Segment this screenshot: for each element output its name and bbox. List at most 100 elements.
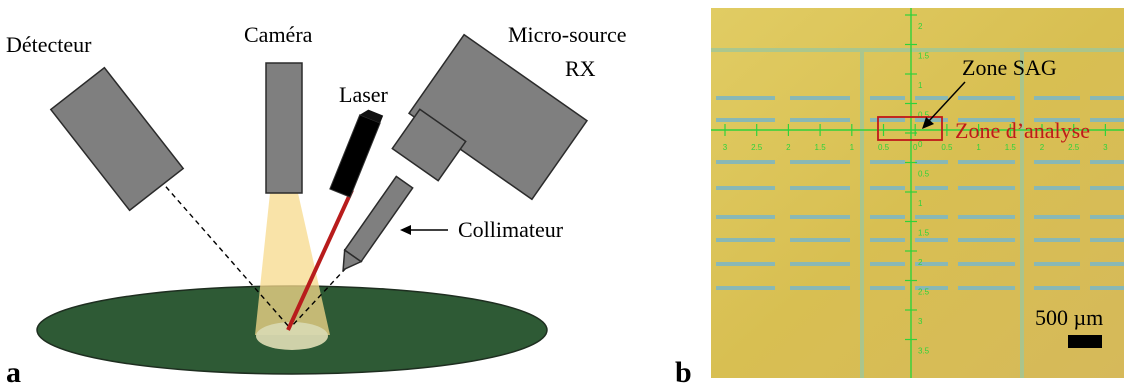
stripe <box>958 96 1015 100</box>
x-tick-label: 3 <box>723 143 728 152</box>
stripe <box>870 96 905 100</box>
x-tick-label: 1.5 <box>815 143 827 152</box>
panel-a: Détecteur Caméra Laser Micro-source RX C… <box>6 22 627 385</box>
laser-beam <box>286 189 354 331</box>
stripe <box>790 186 850 190</box>
camera-body <box>265 62 303 194</box>
label-camera: Caméra <box>244 22 313 47</box>
y-tick-label: 2.5 <box>918 288 930 297</box>
zone-sag-arrow <box>922 81 966 129</box>
stripe <box>1034 96 1080 100</box>
label-collimator: Collimateur <box>458 217 564 242</box>
x-tick-label: 2 <box>786 143 791 152</box>
stripe <box>870 262 905 266</box>
stripe <box>870 238 905 242</box>
micrograph-grid <box>711 48 1124 378</box>
y-tick-label: 1.5 <box>918 52 930 61</box>
analysis-spot <box>256 322 328 350</box>
stripe <box>790 215 850 219</box>
stripe <box>790 238 850 242</box>
collimator <box>342 175 414 272</box>
stripe <box>790 262 850 266</box>
x-tick-label: 2.5 <box>751 143 763 152</box>
stripe <box>915 262 948 266</box>
y-axis-ticks: 21.510.500.511.522.533.5 <box>905 14 930 356</box>
x-tick-label: 0.5 <box>941 143 953 152</box>
stripe <box>1034 186 1080 190</box>
panel-label-a: a <box>6 356 21 385</box>
y-tick-label: 2 <box>918 258 923 267</box>
stripe <box>870 215 905 219</box>
x-tick-label: 2 <box>1040 143 1045 152</box>
detector-body <box>49 66 185 212</box>
xray-source-neck <box>391 108 467 182</box>
stripe <box>790 118 850 122</box>
stripe <box>958 118 1015 122</box>
detector-path <box>159 179 291 329</box>
scale-bar <box>1068 335 1102 348</box>
stripe <box>716 118 775 122</box>
x-tick-label: 1 <box>976 143 981 152</box>
label-detector: Détecteur <box>6 32 92 57</box>
stripe <box>958 215 1015 219</box>
stripe <box>958 262 1015 266</box>
stripe <box>915 286 948 290</box>
stripe <box>716 186 775 190</box>
stripe <box>790 286 850 290</box>
stripe <box>1090 215 1124 219</box>
x-tick-label: 1 <box>850 143 855 152</box>
stripe <box>716 238 775 242</box>
stripe <box>915 96 948 100</box>
stripe <box>870 286 905 290</box>
xray-source-body <box>407 33 589 201</box>
y-tick-label: 0.5 <box>918 170 930 179</box>
stripe <box>915 186 948 190</box>
laser-device <box>329 109 384 198</box>
y-tick-label: 3.5 <box>918 347 930 356</box>
panel-label-b: b <box>675 356 692 385</box>
micrograph-axes <box>711 8 1124 378</box>
x-tick-label: 1.5 <box>1005 143 1017 152</box>
y-tick-label: 3 <box>918 317 923 326</box>
stripe <box>870 160 905 164</box>
stripe <box>958 160 1015 164</box>
stripe <box>915 118 948 122</box>
stripe <box>716 160 775 164</box>
y-tick-label: 1.5 <box>918 229 930 238</box>
stripe <box>1034 160 1080 164</box>
stripe <box>790 96 850 100</box>
xray-path <box>289 267 347 329</box>
stripe <box>915 160 948 164</box>
stripe <box>1090 262 1124 266</box>
y-tick-label: 0.5 <box>918 111 930 120</box>
analysis-zone-box <box>877 116 943 141</box>
stripe <box>716 215 775 219</box>
stripe <box>716 286 775 290</box>
stripe <box>716 262 775 266</box>
stripe <box>1034 238 1080 242</box>
stripe <box>1090 160 1124 164</box>
label-microsource-line1: Micro-source <box>508 22 627 47</box>
micrograph-stripes <box>716 96 1124 290</box>
stripe <box>1034 215 1080 219</box>
x-tick-label: 2.5 <box>1068 143 1080 152</box>
label-zone-sag: Zone SAG <box>962 55 1057 80</box>
y-tick-label: 1 <box>918 199 923 208</box>
stripe <box>1090 118 1124 122</box>
stripe <box>1090 186 1124 190</box>
stripe <box>870 118 905 122</box>
scale-bar-label: 500 µm <box>1035 305 1103 330</box>
stripe <box>1034 118 1080 122</box>
micrograph-background <box>711 8 1124 378</box>
x-tick-label: 0.5 <box>878 143 890 152</box>
stripe <box>790 160 850 164</box>
y-tick-label: 1 <box>918 81 923 90</box>
stripe <box>716 96 775 100</box>
camera-light-cone <box>255 193 330 335</box>
collimator-arrow <box>400 225 448 235</box>
label-microsource-line2: RX <box>565 56 596 81</box>
stripe <box>958 186 1015 190</box>
